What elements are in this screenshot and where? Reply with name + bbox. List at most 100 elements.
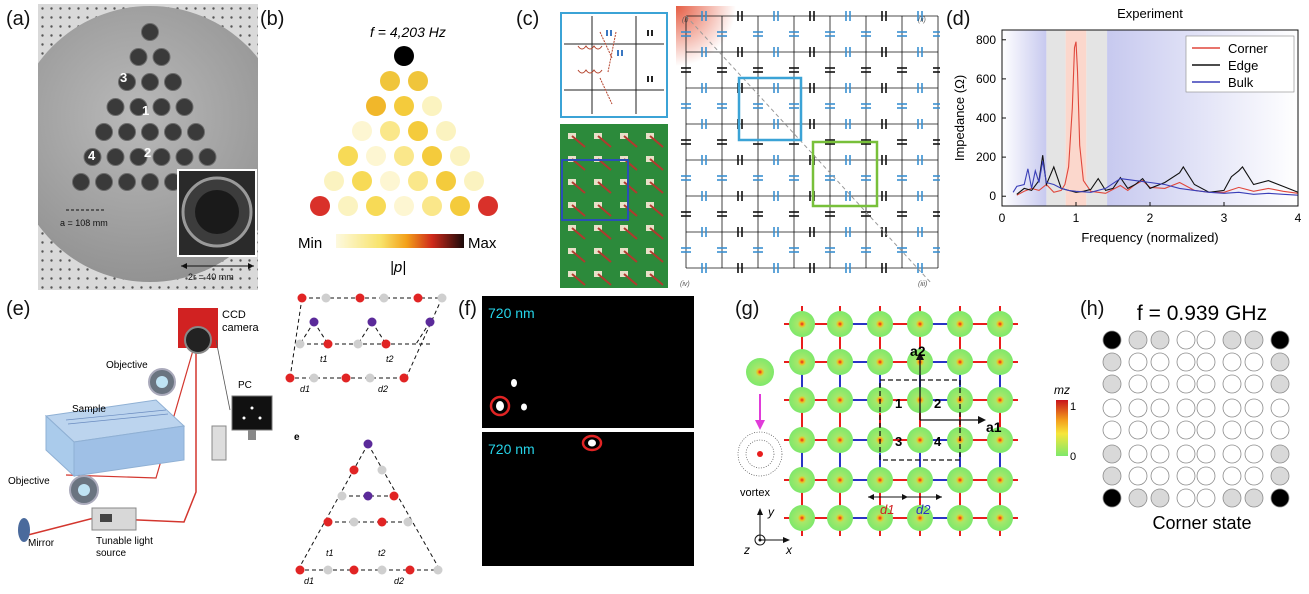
kagome-site: [437, 293, 447, 303]
objective-top-label: Objective: [106, 360, 148, 371]
kagome-site: [379, 293, 389, 303]
distance-d2-top: d2: [378, 384, 388, 394]
lattice-site: [1244, 330, 1264, 350]
plate-hole: [72, 173, 90, 191]
lattice-site: [1196, 420, 1216, 440]
lattice-site: [1176, 330, 1196, 350]
ccd-label-line2: camera: [222, 322, 260, 334]
panel-a-photo: 3 1 2 4 a = 108 mm 2r = 40 mm: [38, 4, 258, 290]
lattice-site: [1176, 352, 1196, 372]
series-line-bulk: [1012, 160, 1299, 196]
lattice-site: [1176, 374, 1196, 394]
image-bottom: [482, 432, 694, 566]
lattice-site: [1176, 488, 1196, 508]
field-site: [380, 71, 400, 91]
field-site: [464, 171, 484, 191]
plate-hole: [164, 123, 182, 141]
colorbar-min-label: Min: [298, 235, 322, 252]
pcb-inductor: [623, 181, 638, 194]
plate-hole: [106, 148, 125, 166]
lattice-site: [1176, 398, 1196, 418]
kagome-site: [285, 373, 295, 383]
pc-monitor: [231, 395, 273, 431]
lattice-site: [1244, 398, 1264, 418]
pcb-inductor: [623, 135, 638, 148]
pcb-components: [568, 133, 664, 286]
pcb-inductor: [597, 227, 612, 240]
lattice-site: [1244, 466, 1264, 486]
colorbar-b: [336, 234, 464, 248]
panel-label-d: (d): [946, 8, 971, 30]
vortex-site: [827, 505, 853, 531]
field-site: [436, 171, 456, 191]
vortex-site: [789, 311, 815, 337]
site-number-1: 1: [142, 103, 149, 118]
vortex-site: [987, 505, 1013, 531]
plate-hole: [164, 73, 182, 91]
bulk-band: [1002, 30, 1047, 206]
lattice-site: [1102, 444, 1122, 464]
lattice-site: [1102, 374, 1122, 394]
lattice-site: [1128, 374, 1148, 394]
vortex-label: vortex: [740, 487, 770, 499]
kagome-site: [323, 565, 333, 575]
lattice-site: [1150, 420, 1170, 440]
lattice-site: [1222, 488, 1242, 508]
kagome-site: [403, 517, 413, 527]
hole-diameter-label: 2r = 40 mm: [188, 272, 234, 282]
cell-site-4: 4: [934, 434, 942, 449]
unit-cell-highlight-blue: [737, 76, 803, 142]
vortex-site: [987, 427, 1013, 453]
corner-mark-i: (i): [682, 17, 688, 24]
lattice-site: [1128, 330, 1148, 350]
lattice-site: [1196, 466, 1216, 486]
lattice-site: [1176, 420, 1196, 440]
lattice-site: [1150, 398, 1170, 418]
legend-label-corner: Corner: [1228, 41, 1268, 56]
colorbar-quantity-label: |p|: [390, 259, 406, 276]
axis-x-label: x: [785, 543, 793, 557]
kagome-site: [405, 565, 415, 575]
edge-band: [1046, 30, 1066, 206]
plate-hole: [141, 73, 159, 91]
field-site: [422, 96, 442, 116]
cell-site-2: 2: [934, 396, 941, 411]
plate-hole: [118, 123, 136, 141]
vortex-site: [827, 427, 853, 453]
field-site: [310, 196, 330, 216]
lattice-site: [1196, 352, 1216, 372]
plate-hole: [175, 148, 194, 166]
pcb-inductor: [597, 250, 612, 263]
panel-label-g: (g): [735, 298, 760, 320]
corner-site: [1270, 488, 1290, 508]
lattice-site: [1270, 466, 1290, 486]
corner-mark-iii: (iii): [918, 281, 927, 288]
plate-hole: [141, 173, 159, 191]
y-tick-label: 0: [989, 189, 996, 203]
arrow-down-icon: [755, 420, 765, 430]
kagome-site: [433, 565, 443, 575]
plate-hole: [175, 98, 194, 116]
plate-hole: [95, 173, 113, 191]
pc-tower: [211, 425, 227, 461]
pcb-inductor: [571, 250, 586, 263]
vortex-site: [827, 311, 853, 337]
pc-label: PC: [238, 380, 252, 391]
lattice-site: [1244, 352, 1264, 372]
vortex-site: [867, 505, 893, 531]
panel-label-h: (h): [1080, 298, 1105, 320]
plate-hole: [152, 148, 171, 166]
vortex-site: [789, 349, 815, 375]
pcb-inductor: [623, 204, 638, 217]
ccd-label-line1: CCD: [222, 309, 246, 321]
panel-label-a: (a): [6, 8, 31, 30]
pcb-inductor: [597, 273, 612, 286]
colorbar-max-label: Max: [468, 235, 497, 252]
wavelength-bottom: 720 nm: [488, 441, 535, 457]
lattice-site: [1196, 444, 1216, 464]
vortex-site: [947, 349, 973, 375]
plate-hole: [141, 23, 159, 41]
corner-site: [1270, 330, 1290, 350]
